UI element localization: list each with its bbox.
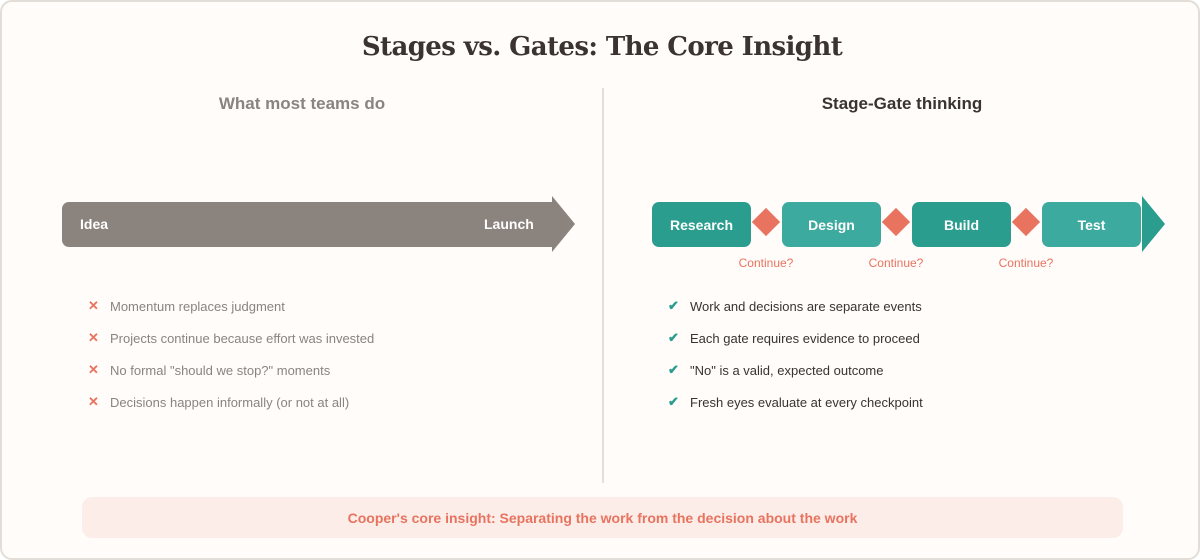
check-icon: ✔ bbox=[668, 394, 679, 409]
stage-research: Research bbox=[652, 202, 751, 247]
continuous-process-bar bbox=[62, 202, 554, 247]
stage-test: Test bbox=[1042, 202, 1141, 247]
gate-label: Continue? bbox=[868, 256, 924, 270]
check-icon: ✔ bbox=[668, 298, 679, 313]
list-item: ✕ Projects continue because effort was i… bbox=[88, 322, 374, 354]
column-divider bbox=[602, 88, 604, 483]
list-item-text: Work and decisions are separate events bbox=[690, 298, 922, 314]
list-item: ✕ Decisions happen informally (or not at… bbox=[88, 386, 374, 418]
right-list: ✔ Work and decisions are separate events… bbox=[668, 290, 923, 418]
list-item: ✕ No formal "should we stop?" moments bbox=[88, 354, 374, 386]
check-icon: ✔ bbox=[668, 330, 679, 345]
list-item: ✔ Work and decisions are separate events bbox=[668, 290, 923, 322]
list-item: ✕ Momentum replaces judgment bbox=[88, 290, 374, 322]
gate-diamond-icon bbox=[881, 207, 911, 237]
cross-icon: ✕ bbox=[88, 330, 99, 345]
launch-label: Launch bbox=[484, 216, 534, 232]
list-item-text: "No" is a valid, expected outcome bbox=[690, 362, 884, 378]
list-item: ✔ "No" is a valid, expected outcome bbox=[668, 354, 923, 386]
list-item-text: Decisions happen informally (or not at a… bbox=[110, 394, 350, 410]
gate-diamond-icon bbox=[1011, 207, 1041, 237]
cross-icon: ✕ bbox=[88, 362, 99, 377]
cross-icon: ✕ bbox=[88, 298, 99, 313]
gate-label: Continue? bbox=[738, 256, 794, 270]
list-item: ✔ Fresh eyes evaluate at every checkpoin… bbox=[668, 386, 923, 418]
list-item: ✔ Each gate requires evidence to proceed bbox=[668, 322, 923, 354]
list-item-text: Fresh eyes evaluate at every checkpoint bbox=[690, 394, 923, 410]
core-insight-banner: Cooper's core insight: Separating the wo… bbox=[82, 497, 1123, 538]
gate-label: Continue? bbox=[998, 256, 1054, 270]
list-item-text: Projects continue because effort was inv… bbox=[110, 330, 375, 346]
cross-icon: ✕ bbox=[88, 394, 99, 409]
list-item-text: Each gate requires evidence to proceed bbox=[690, 330, 920, 346]
gate-diamond-icon bbox=[751, 207, 781, 237]
list-item-text: No formal "should we stop?" moments bbox=[110, 362, 331, 378]
right-column-heading: Stage-Gate thinking bbox=[821, 94, 983, 113]
left-column-heading: What most teams do bbox=[218, 94, 386, 113]
diagram-title: Stages vs. Gates: The Core Insight bbox=[361, 32, 843, 62]
left-list: ✕ Momentum replaces judgment ✕ Projects … bbox=[88, 290, 374, 418]
arrow-head-icon bbox=[552, 196, 575, 252]
stage-build: Build bbox=[912, 202, 1011, 247]
idea-label: Idea bbox=[80, 216, 109, 232]
list-item-text: Momentum replaces judgment bbox=[110, 298, 285, 314]
stage-design: Design bbox=[782, 202, 881, 247]
check-icon: ✔ bbox=[668, 362, 679, 377]
arrow-head-icon bbox=[1142, 196, 1165, 252]
